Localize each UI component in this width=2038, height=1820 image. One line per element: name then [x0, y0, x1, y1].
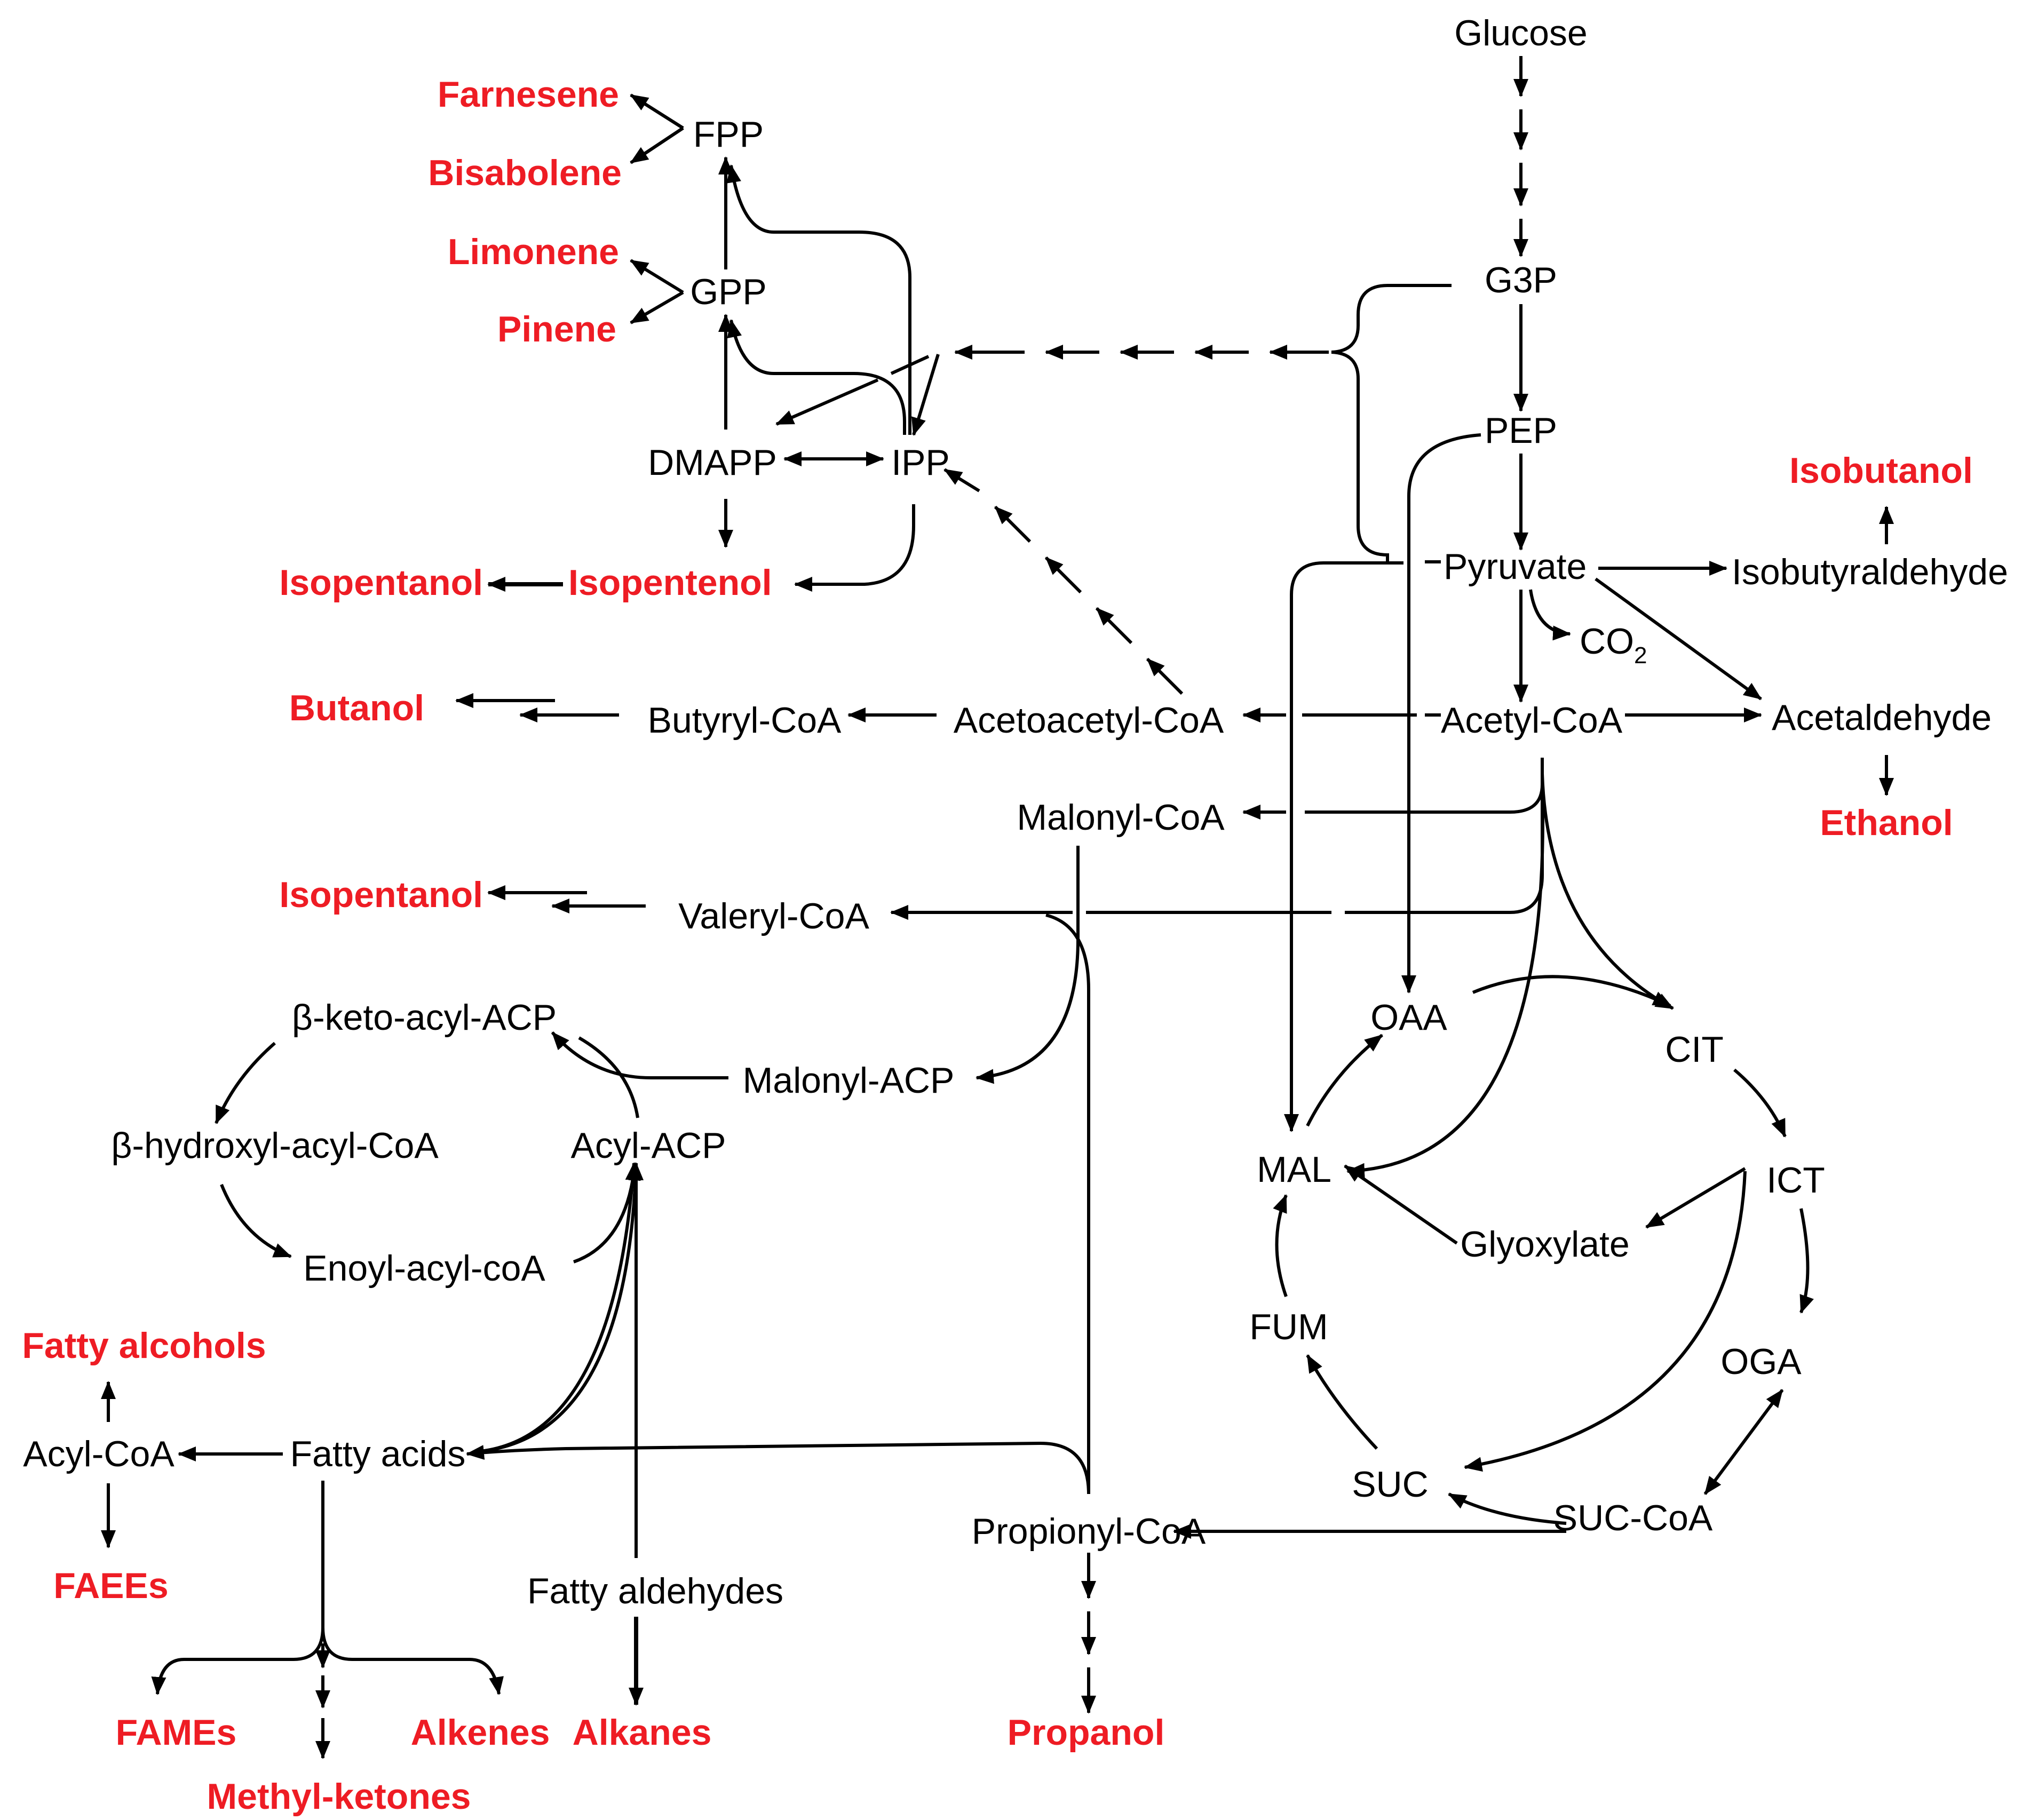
pathway-arrows	[101, 56, 1894, 1759]
arrow-keto-to-hydroxyl	[215, 1042, 276, 1124]
arrow-oaa-to-cit	[1472, 975, 1671, 1007]
label-acyl-acp: Acyl-ACP	[571, 1125, 726, 1166]
arrow-gpp-branch	[630, 259, 684, 294]
arrow-oga-suc-coa	[1703, 1389, 1784, 1495]
arrow-mva-pathway-dashed	[943, 468, 1184, 695]
arrow-cit-to-ict	[1733, 1068, 1787, 1138]
product-pinene: Pinene	[497, 309, 616, 349]
arrow-pep-to-oaa	[1401, 433, 1481, 994]
arrow-fum-to-mal	[1273, 1194, 1288, 1297]
label-fatty-acids: Fatty acids	[290, 1434, 466, 1474]
arrow-malonyl-coa-to-malonyl-acp	[976, 846, 1080, 1084]
product-limonene: Limonene	[448, 232, 619, 272]
label-fpp: FPP	[693, 114, 764, 155]
label-fatty-aldehydes: Fatty aldehydes	[527, 1571, 783, 1611]
label-mal: MAL	[1257, 1149, 1331, 1190]
arrow-glyoxylate-to-mal	[1344, 1164, 1458, 1245]
arrow-ict-to-glyoxylate	[1645, 1167, 1746, 1229]
product-isobutanol: Isobutanol	[1789, 450, 1973, 491]
arrow-acetyl-coa-to-malonyl-coa-a	[1305, 758, 1544, 814]
label-malonyl-acp: Malonyl-ACP	[743, 1060, 955, 1101]
label-ict: ICT	[1766, 1160, 1825, 1201]
arrow-acetyl-coa-to-cit	[1541, 773, 1674, 1010]
label-glucose: Glucose	[1454, 13, 1587, 53]
product-bisabolene: Bisabolene	[428, 153, 622, 193]
label-glyoxylate: Glyoxylate	[1460, 1224, 1629, 1265]
label-acyl-coa: Acyl-CoA	[23, 1434, 175, 1474]
arrow-hydroxyl-to-enoyl	[220, 1183, 292, 1258]
product-fames: FAMEs	[116, 1712, 237, 1753]
product-alkanes: Alkanes	[573, 1712, 712, 1753]
arrow-ict-to-oga	[1799, 1208, 1814, 1314]
product-ethanol: Ethanol	[1820, 802, 1953, 843]
product-farnesene: Farnesene	[438, 74, 619, 115]
arrow-fatty-acids-to-acyl-acp-b	[480, 1163, 638, 1453]
product-isopentanol-2: Isopentanol	[279, 875, 483, 915]
arrow-pyruvate-to-co2	[1529, 589, 1571, 641]
label-oga: OGA	[1720, 1341, 1802, 1382]
brace-g3p-pyruvate	[1331, 284, 1452, 561]
arrow-suc-coa-to-suc	[1448, 1492, 1567, 1525]
arrow-pyruvate-to-mal	[1284, 561, 1403, 1132]
label-acetaldehyde: Acetaldehyde	[1772, 697, 1992, 738]
label-propionyl-coa: Propionyl-CoA	[972, 1511, 1206, 1552]
arrow-ict-to-suc	[1464, 1171, 1747, 1472]
arrow-ipp-to-fpp	[726, 164, 911, 435]
arrow-mep-to-ipp	[911, 354, 940, 436]
label-dmapp: DMAPP	[648, 442, 777, 483]
product-isopentanol-1: Isopentanol	[279, 562, 483, 603]
label-beta-keto-acyl-acp: β-keto-acyl-ACP	[292, 997, 557, 1038]
metabolite-labels: Glucose G3P PEP Pyruvate CO2 Isobutyrald…	[23, 13, 2008, 1611]
product-methyl-ketones: Methyl-ketones	[207, 1776, 471, 1817]
arrow-fatty-acids-to-alkenes	[321, 1627, 504, 1695]
label-cit: CIT	[1665, 1029, 1724, 1070]
label-co2: CO2	[1580, 621, 1647, 669]
label-fum: FUM	[1249, 1307, 1328, 1347]
arrow-mal-to-oaa	[1306, 1034, 1383, 1127]
label-enoyl-acyl-coa: Enoyl-acyl-coA	[303, 1248, 545, 1289]
label-suc: SUC	[1352, 1464, 1429, 1505]
product-fatty-alcohols: Fatty alcohols	[22, 1325, 266, 1366]
label-pyruvate: Pyruvate	[1444, 546, 1587, 587]
arrow-propionyl-to-valeryl	[1045, 913, 1090, 1494]
arrow-acyl-acp-to-keto	[578, 1036, 639, 1118]
label-ipp: IPP	[891, 442, 950, 483]
label-pep: PEP	[1485, 410, 1557, 451]
product-alkenes: Alkenes	[411, 1712, 550, 1753]
label-isobutyraldehyde: Isobutyraldehyde	[1732, 552, 2008, 592]
arrow-fatty-acids-trunk	[151, 1481, 324, 1695]
product-labels: Farnesene Bisabolene Limonene Pinene Iso…	[22, 74, 1972, 1817]
arrow-suc-to-fum	[1306, 1354, 1378, 1450]
label-g3p: G3P	[1485, 260, 1557, 300]
arrow-enoyl-to-acyl-acp	[573, 1162, 641, 1263]
label-oaa: OAA	[1370, 997, 1447, 1038]
product-isopentenol: Isopentenol	[568, 562, 772, 603]
label-acetoacetyl-coa: Acetoacetyl-CoA	[954, 700, 1224, 741]
arrow-fpp-branch	[634, 96, 684, 162]
label-valeryl-coa: Valeryl-CoA	[678, 896, 869, 936]
arrow-ipp-to-gpp	[727, 319, 906, 435]
label-acetyl-coa: Acetyl-CoA	[1441, 700, 1623, 741]
arrow-pyruvate-to-acetaldehyde	[1595, 577, 1762, 701]
product-faees: FAEEs	[53, 1565, 168, 1606]
arrow-malonyl-acp-to-keto	[551, 1031, 728, 1079]
arrow-acetyl-coa-to-mal	[1346, 784, 1544, 1178]
label-suc-coa: SUC-CoA	[1553, 1498, 1713, 1538]
arrow-ipp-to-isopentenol	[794, 504, 915, 592]
arrow-mep-to-dmapp-b	[775, 378, 879, 426]
label-malonyl-coa: Malonyl-CoA	[1017, 797, 1225, 838]
arrow-acetyl-coa-to-valeryl-coa-a	[1345, 784, 1544, 914]
product-propanol: Propanol	[1008, 1712, 1165, 1753]
product-butanol: Butanol	[289, 688, 424, 728]
label-gpp: GPP	[690, 272, 767, 312]
arrow-propionyl-to-fatty-acids	[466, 1441, 1090, 1495]
label-butyryl-coa: Butyryl-CoA	[648, 700, 842, 741]
label-beta-hydroxyl-acyl-coa: β-hydroxyl-acyl-CoA	[111, 1125, 439, 1166]
arrow-fatty-acids-to-acyl-acp	[480, 1162, 640, 1453]
